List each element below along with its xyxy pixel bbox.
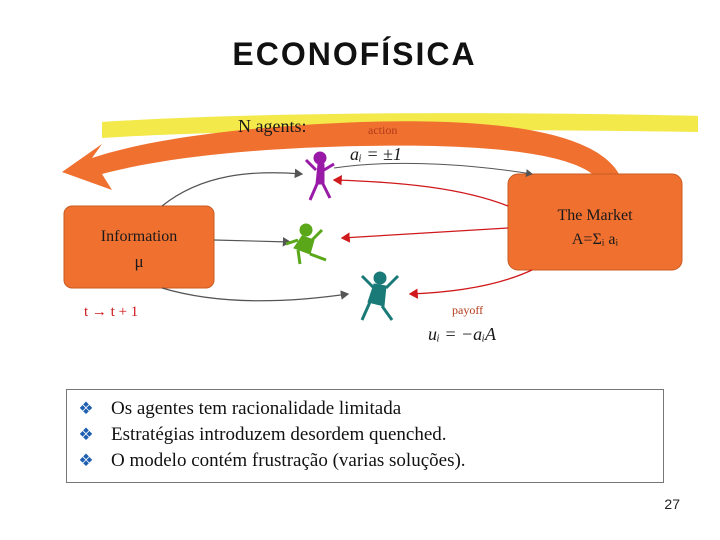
information-label: Information bbox=[101, 228, 177, 245]
market-formula: A=Σᵢ aᵢ bbox=[572, 231, 619, 248]
diamond-bullet-icon: ❖ bbox=[78, 425, 94, 444]
time-step-label: t → t + 1 bbox=[84, 304, 138, 320]
bullet-text: O modelo contém frustração (varias soluç… bbox=[111, 450, 466, 471]
diamond-bullet-icon: ❖ bbox=[78, 451, 94, 470]
action-formula: aᵢ = ±1 bbox=[350, 144, 402, 164]
bullet-text: Os agentes tem racionalidade limitada bbox=[111, 398, 402, 419]
info-to-agent-bottom-arrow bbox=[161, 287, 350, 302]
market-box bbox=[507, 173, 683, 271]
information-box bbox=[63, 205, 215, 289]
agents-market-diagram: Information μ The Market A=Σᵢ aᵢ N agent… bbox=[62, 113, 698, 344]
bullet-text: Estratégias introduzem desordem quenched… bbox=[111, 424, 447, 445]
payoff-formula: uᵢ = −aᵢA bbox=[428, 324, 497, 344]
agents-to-market-arrow bbox=[333, 162, 533, 178]
bullet-item: ❖ O modelo contém frustração (varias sol… bbox=[75, 448, 655, 474]
slide-title: ECONOFÍSICA bbox=[212, 34, 497, 74]
page-number: 27 bbox=[664, 496, 680, 512]
bullet-list: ❖ Os agentes tem racionalidade limitada … bbox=[66, 389, 664, 483]
agent-teal-icon bbox=[360, 271, 400, 321]
feedback-curved-arrow bbox=[62, 121, 622, 190]
information-symbol: μ bbox=[134, 252, 143, 271]
market-to-agent-bottom-arrow bbox=[408, 269, 533, 299]
agent-green-icon bbox=[285, 223, 327, 265]
agent-purple-icon bbox=[304, 151, 335, 201]
bullet-item: ❖ Estratégias introduzem desordem quench… bbox=[75, 422, 655, 448]
info-to-agent-top-arrow bbox=[161, 168, 304, 207]
bullet-item: ❖ Os agentes tem racionalidade limitada bbox=[75, 396, 655, 422]
market-label: The Market bbox=[557, 207, 633, 224]
payoff-label: payoff bbox=[452, 303, 483, 317]
agents-label: N agents: bbox=[238, 116, 306, 136]
info-to-agent-middle-arrow bbox=[213, 237, 292, 247]
action-label: action bbox=[368, 123, 397, 137]
market-to-agent-top-arrow bbox=[332, 175, 509, 207]
market-to-agent-middle-arrow bbox=[340, 227, 509, 243]
diamond-bullet-icon: ❖ bbox=[78, 399, 94, 418]
